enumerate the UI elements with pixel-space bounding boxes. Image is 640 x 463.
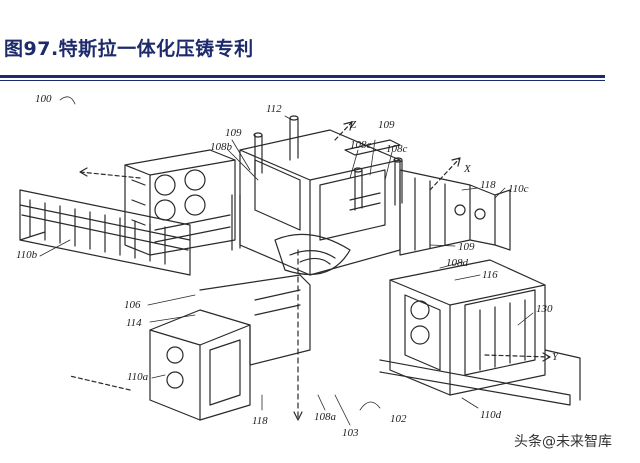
ref-110d: 110d [480, 409, 502, 421]
ref-110c: 110c [508, 183, 529, 195]
title-rule-thin [0, 80, 605, 81]
ref-z: Z [350, 119, 357, 131]
ref-110a: 110a [127, 371, 149, 383]
ref-103: 103 [342, 427, 359, 439]
ref-y: Y [552, 351, 560, 363]
ref-116: 116 [482, 269, 498, 281]
figure-title: 图97.特斯拉一体化压铸专利 [4, 38, 254, 60]
ref-x: X [463, 163, 472, 175]
posts [231, 115, 403, 251]
ref-118a: 118 [480, 179, 496, 191]
ref-106: 106 [124, 299, 141, 311]
leader-lines [39, 96, 534, 426]
ref-100: 100 [35, 93, 52, 105]
ref-109b: 109 [378, 119, 395, 131]
ref-102: 102 [390, 413, 407, 425]
right-rail [379, 349, 581, 406]
ref-108a: 108a [314, 411, 337, 423]
watermark: 头条@未来智库 [514, 434, 612, 450]
ref-108c: 108c [386, 143, 408, 155]
right-lower-block [389, 259, 546, 396]
front-block [149, 274, 311, 421]
ref-130: 130 [536, 303, 553, 315]
left-rail [19, 189, 191, 276]
ref-112: 112 [266, 103, 282, 115]
title-rule [0, 75, 605, 78]
ref-108b: 108b [210, 141, 233, 153]
ref-114: 114 [126, 317, 142, 329]
left-block [124, 149, 236, 256]
ref-109c: 109 [458, 241, 475, 253]
axes [69, 121, 551, 421]
center-press [239, 129, 401, 276]
ref-108e: 108e [350, 139, 372, 151]
ref-118b: 118 [252, 415, 268, 427]
right-upper-block [399, 169, 511, 256]
ref-110b: 110b [16, 249, 38, 261]
ref-109a: 109 [225, 127, 242, 139]
ref-108d: 108d [446, 257, 469, 269]
